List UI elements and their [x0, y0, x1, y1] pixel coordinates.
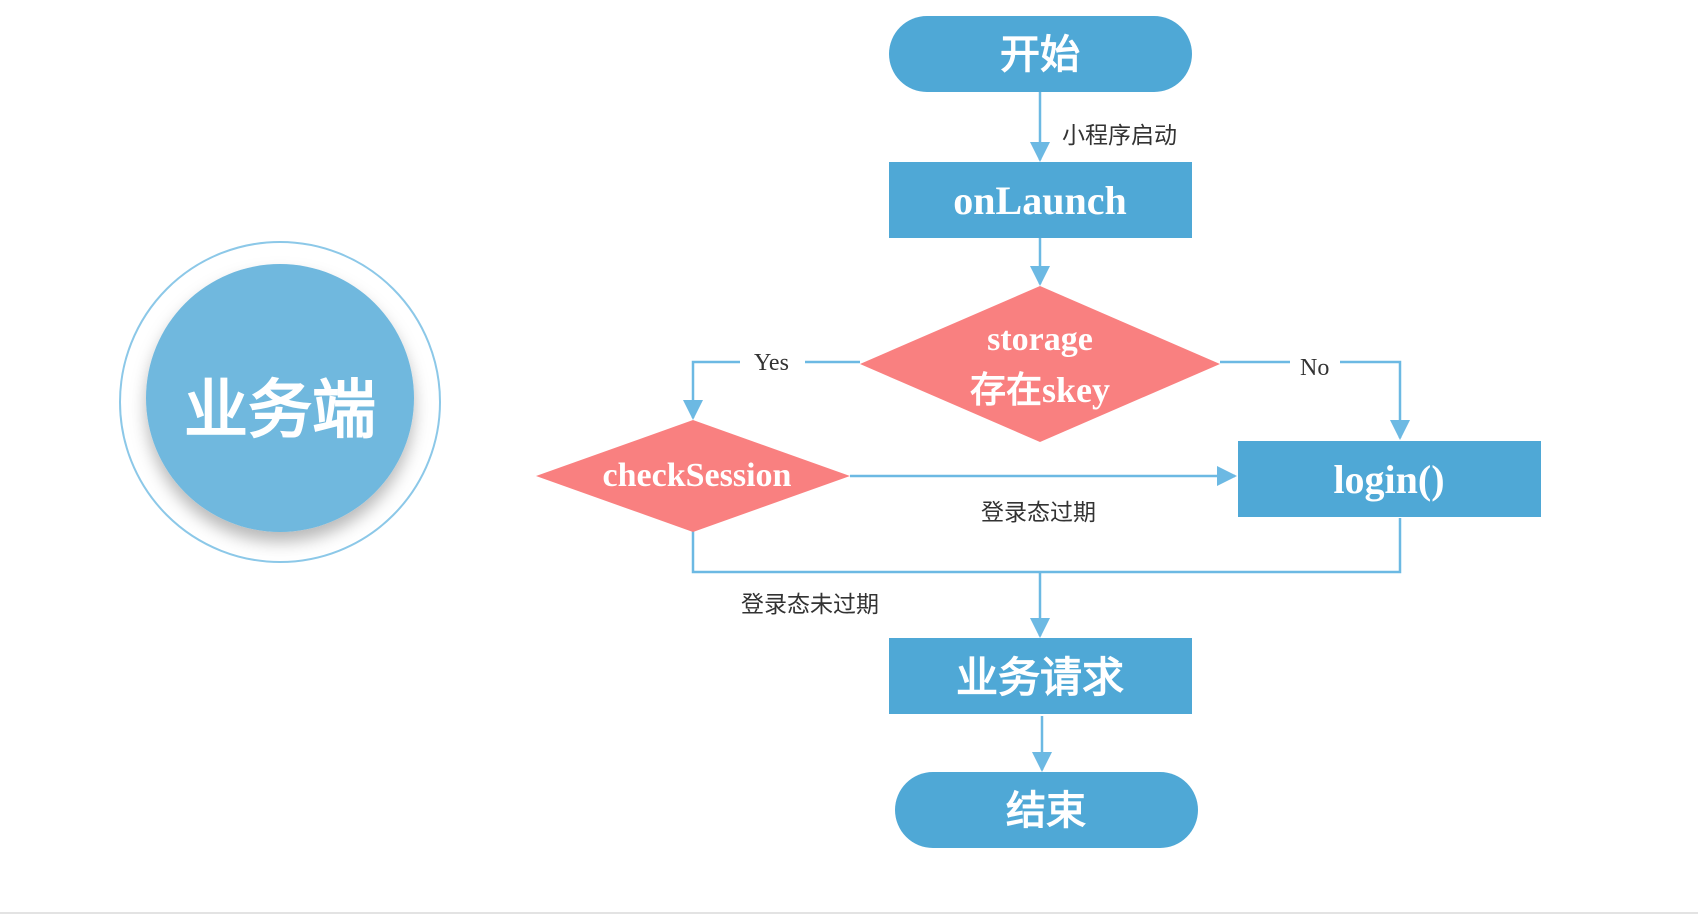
- edge-merge: [691, 518, 1402, 574]
- node-request: 业务请求: [889, 638, 1192, 714]
- edge-no-b: [1340, 360, 1410, 440]
- end-label: 结束: [1006, 788, 1086, 834]
- connectors: [683, 92, 1410, 772]
- checksession-diamond: [536, 420, 850, 532]
- node-login: login(): [1238, 441, 1541, 517]
- edge-label-expired: 登录态过期: [981, 500, 1096, 526]
- side-badge: 业务端: [119, 241, 441, 563]
- checksession-label: checkSession: [603, 457, 792, 494]
- node-end: 结束: [895, 772, 1198, 848]
- edge-yes-b: [683, 360, 740, 420]
- node-storage-decision: storage 存在skey: [860, 286, 1220, 442]
- edge-label-yes: Yes: [754, 350, 789, 376]
- onlaunch-box: [889, 162, 1192, 238]
- edge-label-not-expired: 登录态未过期: [741, 592, 879, 618]
- storage-label-line2: 存在skey: [970, 370, 1110, 410]
- storage-diamond: [860, 286, 1220, 442]
- storage-label-line1: storage: [987, 321, 1093, 358]
- request-box: [889, 638, 1192, 714]
- badge-label: 业务端: [184, 374, 376, 448]
- login-label: login(): [1333, 457, 1444, 502]
- node-checksession-decision: checkSession: [536, 420, 850, 532]
- login-box: [1238, 441, 1541, 517]
- bottom-divider: [0, 912, 1698, 914]
- node-onlaunch: onLaunch: [889, 162, 1192, 238]
- badge-circle: [146, 264, 414, 532]
- badge-outer-ring: [119, 241, 441, 563]
- start-label: 开始: [1000, 32, 1080, 78]
- node-start: 开始: [889, 16, 1192, 92]
- start-terminal: [889, 16, 1192, 92]
- edge-label-launch: 小程序启动: [1062, 123, 1177, 149]
- end-terminal: [895, 772, 1198, 848]
- onlaunch-label: onLaunch: [953, 178, 1126, 223]
- request-label: 业务请求: [956, 653, 1124, 702]
- edge-label-no: No: [1300, 355, 1329, 381]
